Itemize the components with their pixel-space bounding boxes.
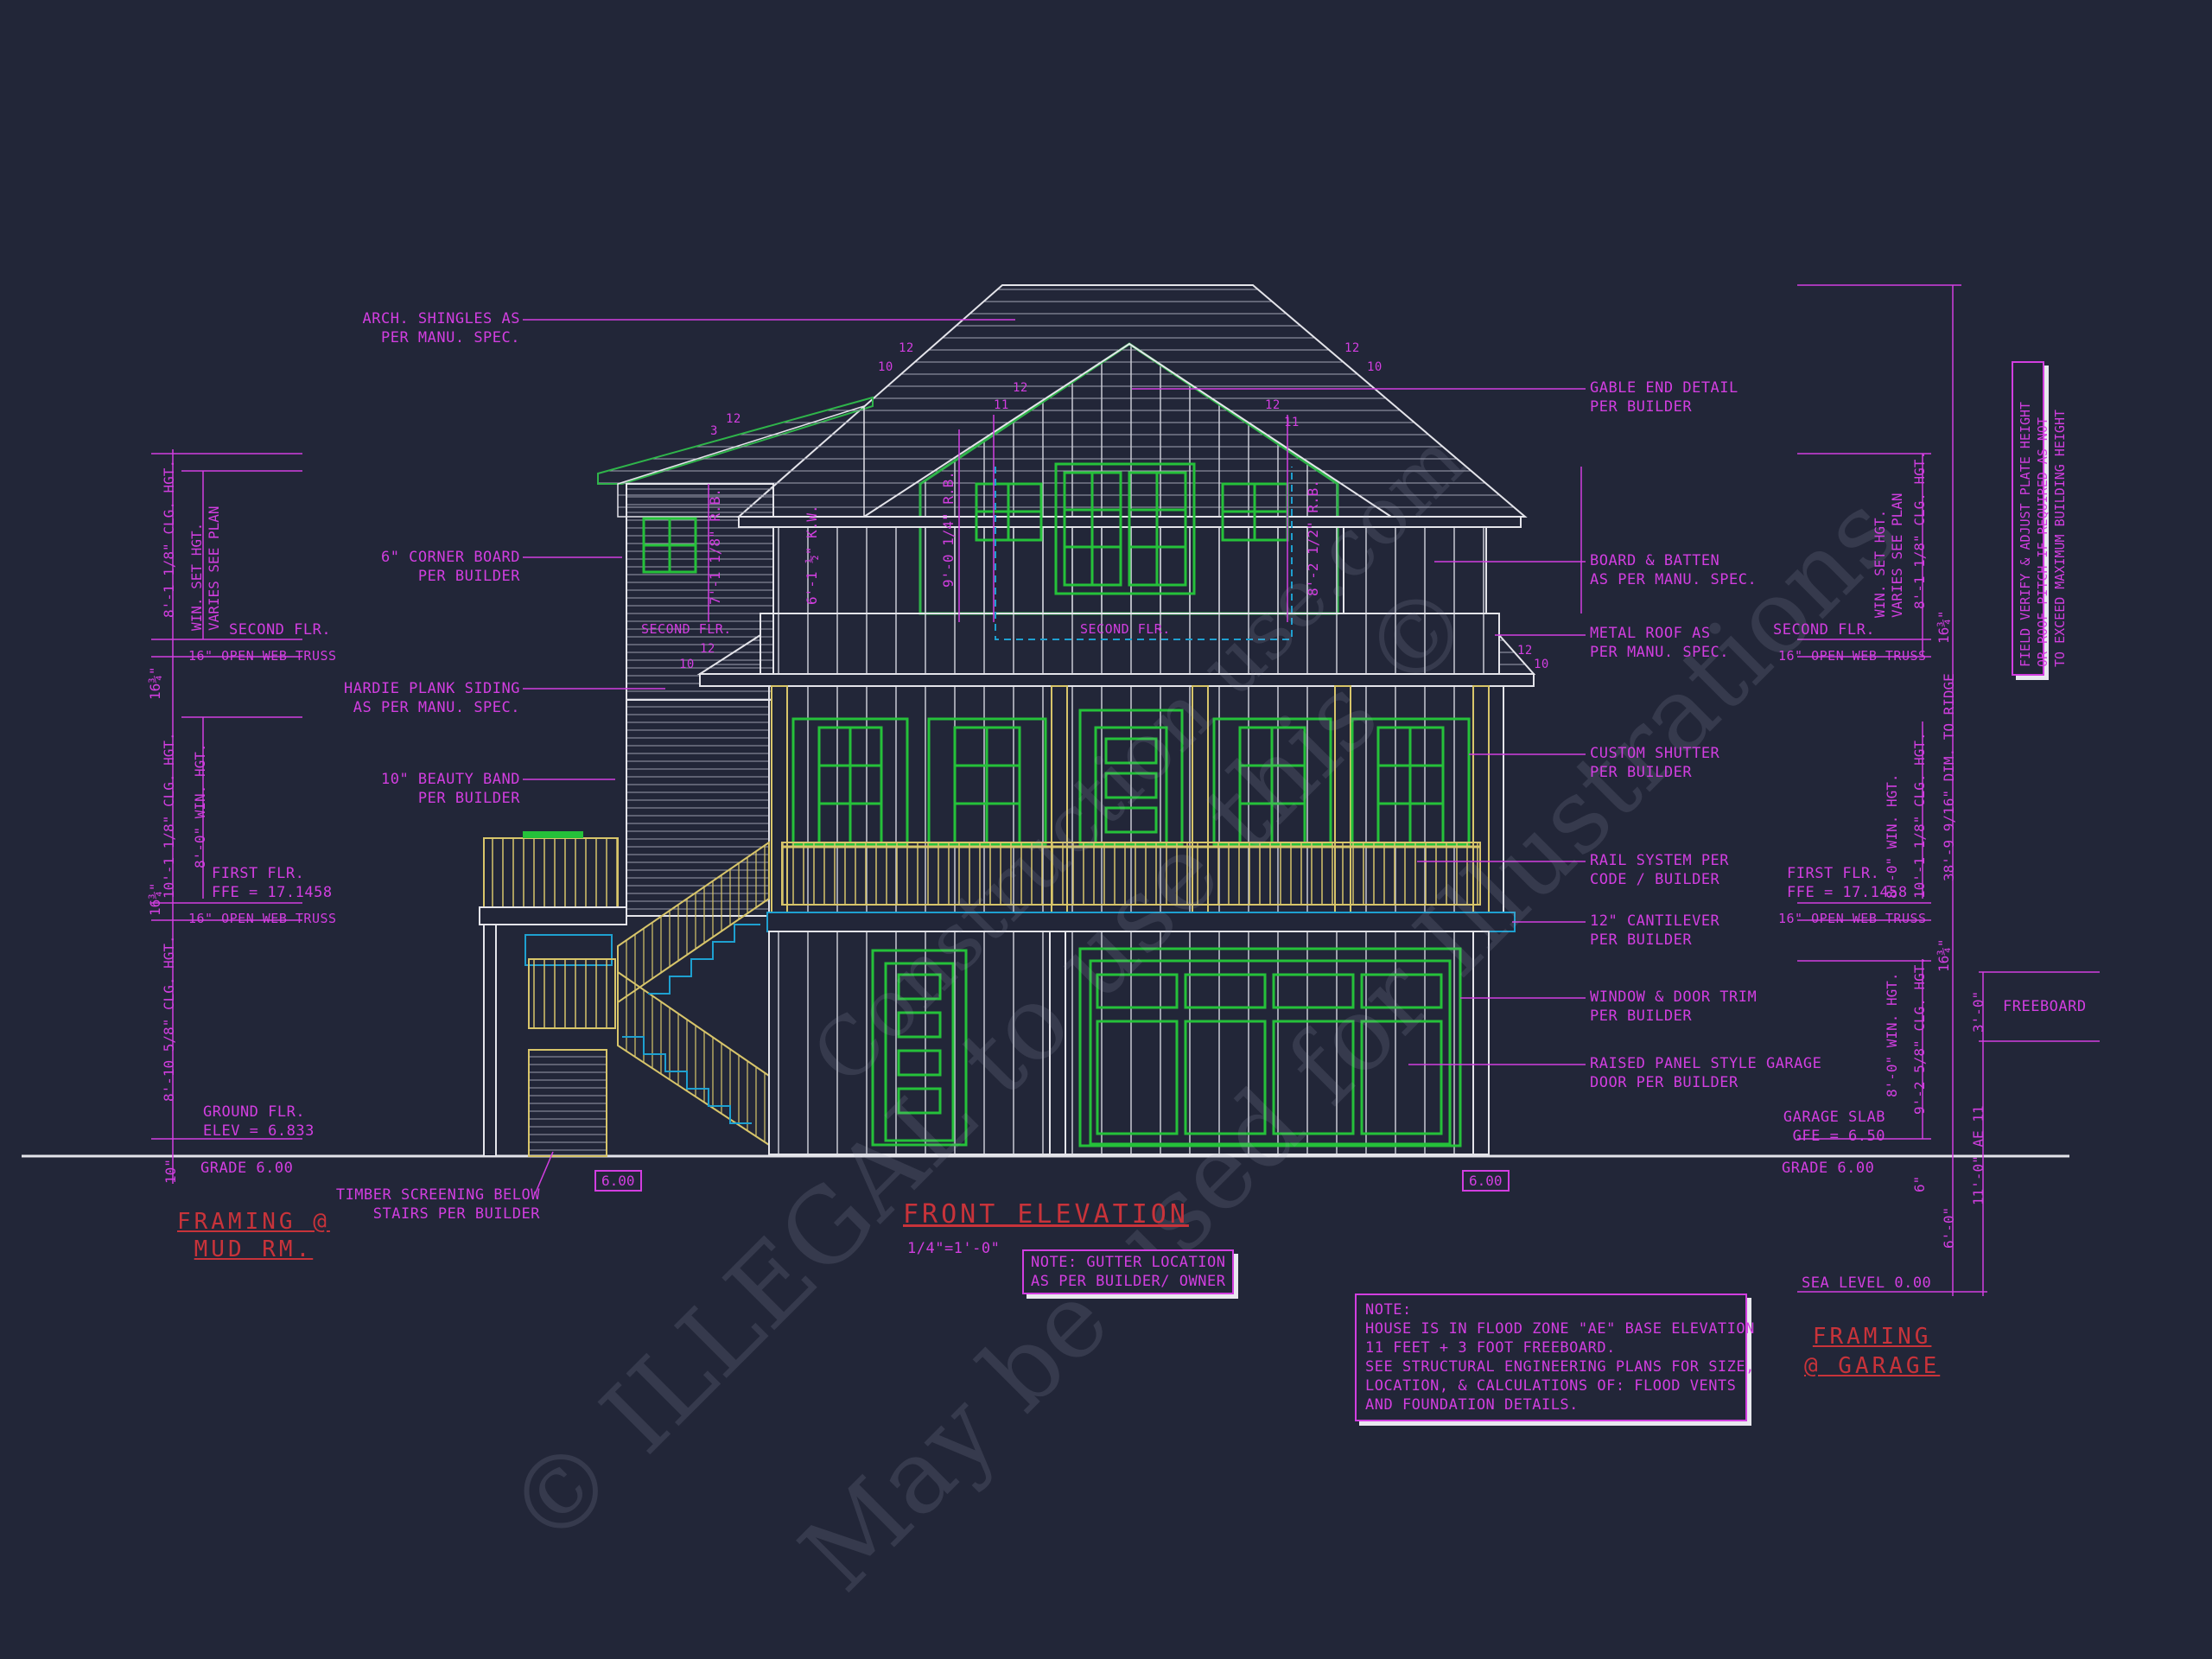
note-gable: GABLE END DETAIL PER BUILDER <box>1590 379 1738 416</box>
drawing-scale: 1/4"=1'-0" <box>907 1240 1001 1257</box>
pitch-run-gable-right: 11 <box>1284 416 1300 429</box>
label-grade-right: GRADE 6.00 <box>1782 1160 1875 1177</box>
note-garage-door: RAISED PANEL STYLE GARAGE DOOR PER BUILD… <box>1590 1055 1822 1091</box>
note-rail: RAIL SYSTEM PER CODE / BUILDER <box>1590 852 1730 888</box>
dim-left-t3: 10" <box>162 1159 179 1184</box>
label-freeboard: FREEBOARD <box>2003 998 2087 1015</box>
field-verify-box: FIELD VERIFY & ADJUST PLATE HEIGHT OR RO… <box>2012 361 2068 676</box>
pitch-rise-gable-left: 12 <box>1013 381 1028 395</box>
label-grade-left: GRADE 6.00 <box>200 1160 294 1177</box>
pitch-run-gable-left: 11 <box>994 398 1009 412</box>
flood-note: NOTE: HOUSE IS IN FLOOD ZONE "AE" BASE E… <box>1365 1301 1755 1414</box>
dim-left-t1: 16¾" <box>147 666 163 700</box>
dim-right-t4: 6'-0" <box>1941 1206 1957 1249</box>
label-web-truss-2-left: 16" OPEN WEB TRUSS <box>188 648 337 664</box>
drawing-title: FRONT ELEVATION <box>903 1199 1189 1230</box>
gutter-note-box: NOTE: GUTTER LOCATION AS PER BUILDER/ OW… <box>1022 1249 1235 1294</box>
dim-right-2b: 8'-0" WIN. HGT. <box>1884 773 1900 899</box>
lower-stair <box>617 970 770 1147</box>
note-hardie: HARDIE PLANK SIDING AS PER MANU. SPEC. <box>344 680 520 716</box>
dim-inner-a: 9'-0 1/4" R.B. <box>940 471 957 588</box>
title-framing-garage: FRAMING @ GARAGE <box>1804 1324 1941 1379</box>
dim-right-t3: 6" <box>1911 1175 1928 1192</box>
grade-tag-right: 6.00 <box>1462 1170 1510 1192</box>
note-corner-board: 6" CORNER BOARD PER BUILDER <box>380 549 520 585</box>
pitch-run-porch-right: 10 <box>1534 658 1549 671</box>
dim-inner-b: 8'-2 1/2" R.B. <box>1305 480 1321 596</box>
label-second-flr-left: SECOND FLR. <box>229 621 332 639</box>
porch-railing <box>781 842 1481 906</box>
dim-inner-c: 6'-1 ½" K.W. <box>804 505 820 605</box>
label-ground-flr: GROUND FLR. ELEV = 6.833 <box>203 1103 315 1140</box>
dim-right-ridge: 38'-9 9/16" DIM. TO RIDGE <box>1941 673 1957 881</box>
upper-windows <box>642 462 1289 595</box>
pitch-rise-shed: 12 <box>726 412 741 426</box>
title-framing-mud: FRAMING @ MUD RM. <box>177 1209 330 1262</box>
garage-door <box>1078 947 1462 1147</box>
dim-left-t2: 16¾" <box>147 882 163 916</box>
left-deck-railing <box>483 837 619 908</box>
label-web-truss-1-left: 16" OPEN WEB TRUSS <box>188 911 337 926</box>
dim-right-t2: 16¾" <box>1936 938 1952 972</box>
dim-right-fb: 3'-0" <box>1970 990 1986 1033</box>
dim-left-2b: 8'-0" WIN. HGT. <box>192 743 208 869</box>
label-garage-slab: GARAGE SLAB GFE = 6.50 <box>1783 1109 1885 1145</box>
note-board-batten: BOARD & BATTEN AS PER MANU. SPEC. <box>1590 552 1758 588</box>
dim-right-1b: WIN. SET HGT. VARIES SEE PLAN <box>1872 493 1905 619</box>
dim-right-1: 8'-1 1/8" CLG. HGT. <box>1911 450 1928 609</box>
note-arch-shingles: ARCH. SHINGLES AS PER MANU. SPEC. <box>362 310 520 346</box>
entry-door <box>871 949 968 1147</box>
note-beauty-band: 10" BEAUTY BAND PER BUILDER <box>380 771 520 807</box>
pitch-rise-right: 12 <box>1344 341 1360 355</box>
pitch-rise-left: 12 <box>899 341 914 355</box>
label-web-truss-1-right: 16" OPEN WEB TRUSS <box>1778 911 1927 926</box>
grade-tag-left: 6.00 <box>594 1170 642 1192</box>
pitch-run-porch-left: 10 <box>679 658 695 671</box>
pitch-rise-porch-right: 12 <box>1517 644 1533 658</box>
note-cantilever: 12" CANTILEVER PER BUILDER <box>1590 912 1720 949</box>
note-metal-roof: METAL ROOF AS PER MANU. SPEC. <box>1590 625 1730 661</box>
dim-inner-d: 7'-1 1/8" R.B. <box>707 488 723 605</box>
leader-lines <box>523 319 1586 1193</box>
pitch-run-left: 10 <box>878 360 893 374</box>
label-first-flr-left: FIRST FLR. FFE = 17.1458 <box>212 865 333 901</box>
dim-right-2: 10'-1 1/8" CLG. HGT. <box>1911 732 1928 899</box>
dim-right-3b: 8'-0" WIN. HGT. <box>1884 972 1900 1098</box>
dim-left-3: 8'-10 5/8" CLG. HGT. <box>161 935 177 1102</box>
dimension-lines <box>151 284 2100 1296</box>
dim-left-2: 10'-1 1/8" CLG. HGT. <box>161 732 177 899</box>
dim-right-t1: 16¾" <box>1936 610 1952 644</box>
flood-note-box: NOTE: HOUSE IS IN FLOOD ZONE "AE" BASE E… <box>1355 1294 1755 1421</box>
label-first-flr-right: FIRST FLR. FFE = 17.1458 <box>1787 865 1908 901</box>
label-sea-level: SEA LEVEL 0.00 <box>1802 1274 1932 1292</box>
label-second-flr-right: SECOND FLR. <box>1773 621 1876 639</box>
pitch-run-right: 10 <box>1367 360 1382 374</box>
label-second-flr-center: SECOND FLR. <box>1080 621 1171 637</box>
dim-left-1: 8'-1 1/8" CLG. HGT. <box>161 459 177 618</box>
pitch-rise-gable-right: 12 <box>1265 398 1281 412</box>
dim-right-3: 9'-2 5/8" CLG. HGT. <box>1911 956 1928 1115</box>
note-shutter: CUSTOM SHUTTER PER BUILDER <box>1590 745 1720 781</box>
note-timber: TIMBER SCREENING BELOW STAIRS PER BUILDE… <box>335 1186 540 1223</box>
field-verify-note: FIELD VERIFY & ADJUST PLATE HEIGHT OR RO… <box>2018 401 2068 667</box>
dim-left-1b: WIN. SET HGT. VARIES SEE PLAN <box>188 505 222 632</box>
gutter-note: NOTE: GUTTER LOCATION AS PER BUILDER/ OW… <box>1031 1254 1226 1290</box>
note-trim: WINDOW & DOOR TRIM PER BUILDER <box>1590 988 1758 1025</box>
pitch-run-shed: 3 <box>710 424 718 438</box>
label-web-truss-2-right: 16" OPEN WEB TRUSS <box>1778 648 1927 664</box>
dim-right-ae: 11'-0" AE 11 <box>1970 1105 1986 1205</box>
label-second-flr-wing: SECOND FLR. <box>641 621 732 637</box>
pitch-rise-porch-left: 12 <box>700 642 715 656</box>
